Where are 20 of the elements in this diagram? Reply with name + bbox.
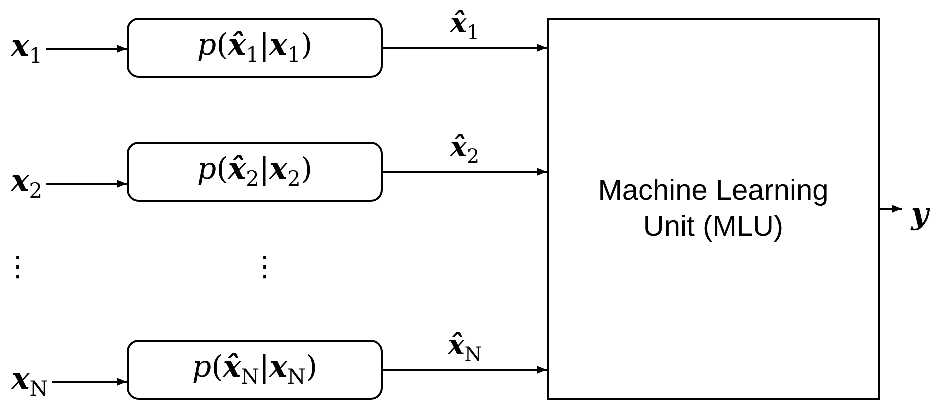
edge-label: x̂$_{N}$ <box>448 328 482 366</box>
probability-box: p(x̂$_{2}$|x$_{2}$) <box>127 142 383 202</box>
probability-box: p(x̂$_{1}$|x$_{1}$) <box>127 18 383 78</box>
variable-label: x$_{N}$ <box>8 358 52 406</box>
arrow <box>383 44 547 52</box>
process-box: Machine Learning Unit (MLU) <box>547 18 880 400</box>
ellipsis: ⋮ <box>4 250 32 283</box>
variable-label: x$_{2}$ <box>8 160 46 208</box>
arrow <box>880 205 902 213</box>
probability-box: p(x̂$_{N}$|x$_{N}$) <box>127 340 383 400</box>
arrow <box>383 168 547 176</box>
arrow <box>383 366 547 374</box>
variable-label: x$_{1}$ <box>8 25 46 73</box>
arrow <box>46 45 127 53</box>
edge-label: x̂$_{1}$ <box>450 6 480 44</box>
edge-label: x̂$_{2}$ <box>450 130 480 168</box>
variable-label: y <box>902 190 938 240</box>
ellipsis: ⋮ <box>251 250 279 283</box>
arrow <box>46 180 127 188</box>
arrow <box>52 378 127 386</box>
